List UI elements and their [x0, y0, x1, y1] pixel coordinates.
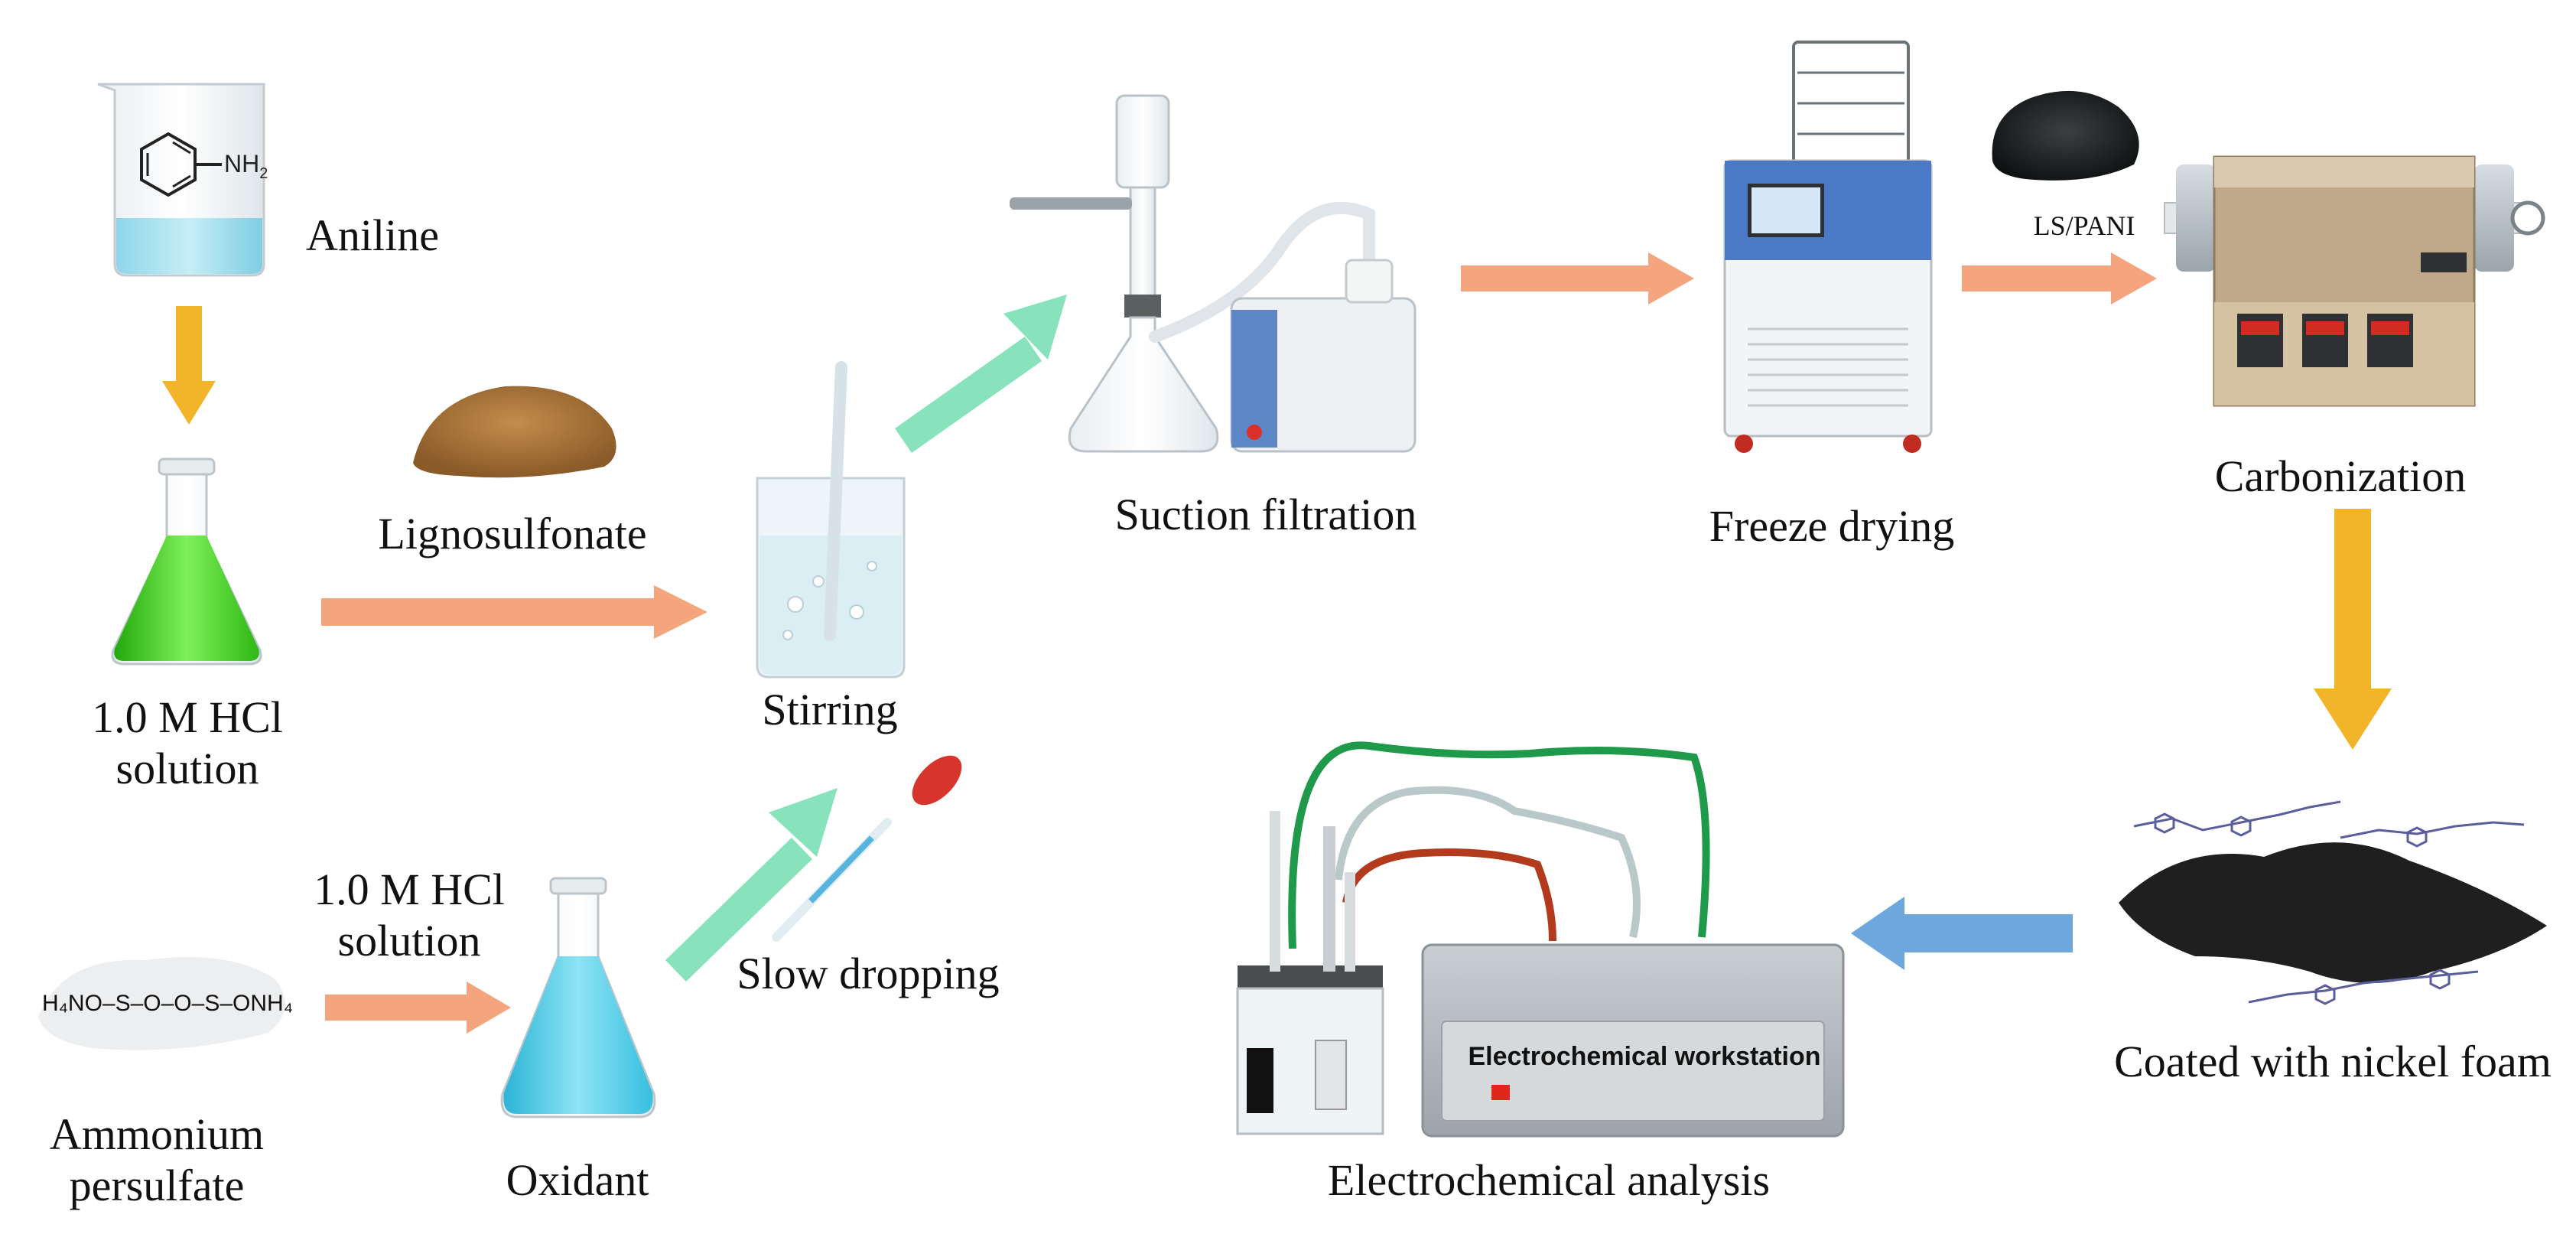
ls-pani-powder [1992, 90, 2139, 181]
label-coated-nickel-foam: Coated with nickel foam [2114, 1037, 2552, 1086]
ammonium-line2: persulfate [69, 1160, 245, 1210]
tube-furnace [2164, 155, 2545, 407]
label-carbonization: Carbonization [2214, 451, 2467, 501]
label-hcl-solution-1: 1.0 M HCl solution [92, 692, 283, 794]
arrow-stirring-to-suction [895, 295, 1067, 453]
arrow-to-carbonization [1962, 252, 2157, 304]
hcl1-line1: 1.0 M HCl [92, 692, 283, 742]
label-ammonium-persulfate: Ammonium persulfate [50, 1109, 264, 1211]
label-workstation: Electrochemical workstation [1468, 1042, 1821, 1071]
hcl2-line2: solution [337, 915, 481, 965]
hcl1-line2: solution [115, 743, 259, 793]
label-stirring: Stirring [762, 685, 898, 734]
coated-nickel-foam [2119, 800, 2547, 1005]
green-flask [111, 457, 262, 666]
suction-filtration-apparatus [1010, 94, 1416, 453]
label-suction-filtration: Suction filtration [1114, 490, 1417, 539]
freeze-dryer [1723, 41, 1933, 453]
label-ls-pani: LS/PANI [2033, 210, 2135, 241]
oxidant-flask [500, 877, 656, 1118]
arrow-to-freeze-drying [1461, 252, 1694, 304]
ammonium-persulfate-powder [38, 956, 285, 1050]
nh2-label: NH2 [224, 150, 268, 182]
label-aps-formula: H₄NO–S–O–O–S–ONH₄ [42, 991, 293, 1016]
lignosulfonate-powder [413, 386, 616, 478]
label-slow-dropping: Slow dropping [737, 949, 1000, 998]
arrow-oxidant-to-stirring [665, 788, 838, 982]
dropper [772, 755, 962, 942]
label-hcl-solution-2: 1.0 M HCl solution [314, 864, 505, 966]
ammonium-line1: Ammonium [49, 1109, 265, 1159]
stirring-beaker [756, 361, 906, 679]
label-oxidant: Oxidant [506, 1155, 649, 1205]
aniline-beaker [97, 83, 265, 277]
arrow-to-oxidant [325, 982, 511, 1034]
hcl2-line1: 1.0 M HCl [314, 864, 505, 914]
arrow-coated-to-analysis [1851, 897, 2073, 970]
label-aniline: Aniline [306, 210, 439, 260]
electrochemical-setup [1236, 741, 1845, 1138]
arrow-carbonization-to-coated [2314, 509, 2392, 750]
arrow-aniline-to-hcl [162, 306, 216, 425]
label-lignosulfonate: Lignosulfonate [378, 509, 647, 558]
label-freeze-drying: Freeze drying [1709, 501, 1955, 551]
label-electrochemical-analysis: Electrochemical analysis [1327, 1155, 1771, 1205]
arrow-to-stirring [321, 585, 707, 639]
